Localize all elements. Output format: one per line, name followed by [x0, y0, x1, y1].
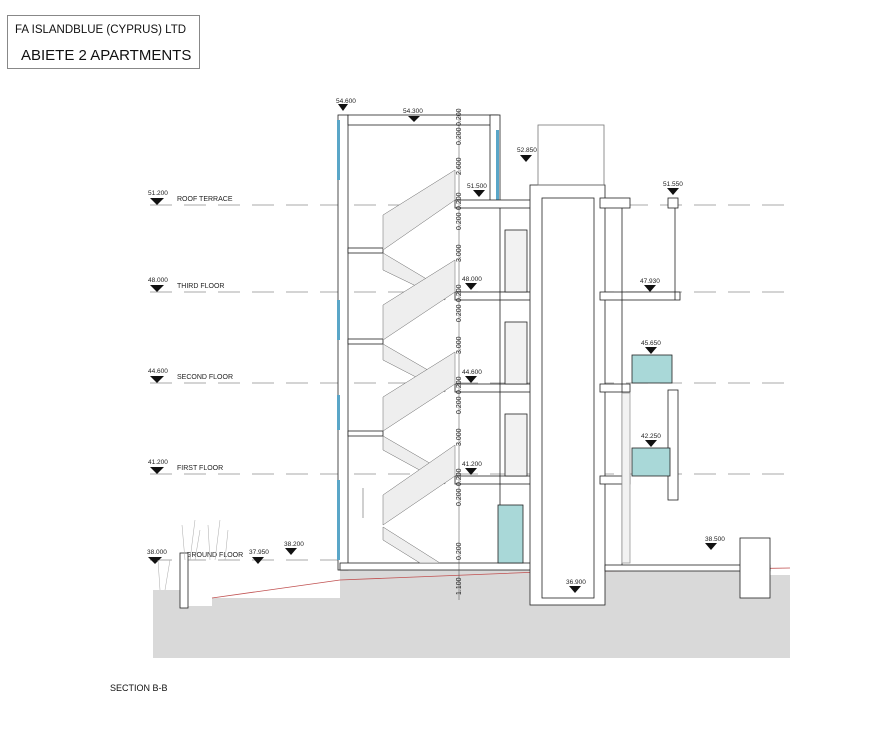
svg-text:0.200: 0.200: [456, 192, 463, 210]
svg-text:52.850: 52.850: [517, 147, 537, 154]
svg-text:3.000: 3.000: [456, 244, 463, 262]
svg-text:0.200: 0.200: [456, 468, 463, 486]
svg-text:44.600: 44.600: [462, 369, 482, 376]
svg-text:41.200: 41.200: [148, 459, 168, 466]
svg-text:0.200: 0.200: [456, 396, 463, 414]
building: [179, 114, 771, 609]
svg-text:0.200: 0.200: [456, 212, 463, 230]
svg-text:38.000: 38.000: [147, 549, 167, 556]
svg-text:0.200: 0.200: [456, 284, 463, 302]
level-label: GROUND FLOOR: [186, 552, 243, 559]
svg-text:51.200: 51.200: [148, 190, 168, 197]
svg-text:47.930: 47.930: [640, 278, 660, 285]
svg-text:3.000: 3.000: [456, 428, 463, 446]
svg-text:38.500: 38.500: [705, 536, 725, 543]
svg-text:2.600: 2.600: [456, 157, 463, 175]
elevation-marks: 54.600 54.300 52.850 51.500 51.550 48.00…: [249, 98, 725, 593]
svg-text:42.250: 42.250: [641, 433, 661, 440]
svg-text:51.500: 51.500: [467, 183, 487, 190]
level-label: ROOF TERRACE: [177, 196, 233, 203]
title-block: FA ISLANDBLUE (CYPRUS) LTD ABIETE 2 APAR…: [7, 15, 200, 69]
project-name: ABIETE 2 APARTMENTS: [21, 47, 192, 64]
svg-text:44.600: 44.600: [148, 368, 168, 375]
svg-text:48.000: 48.000: [148, 277, 168, 284]
svg-text:0.200: 0.200: [456, 488, 463, 506]
level-label: SECOND FLOOR: [177, 374, 233, 381]
svg-text:0.200: 0.200: [456, 108, 463, 126]
svg-text:54.600: 54.600: [336, 98, 356, 105]
ground: [153, 568, 790, 658]
svg-text:0.200: 0.200: [456, 376, 463, 394]
svg-text:37.950: 37.950: [249, 549, 269, 556]
level-label: FIRST FLOOR: [177, 465, 223, 472]
shrub-icon: [157, 519, 229, 591]
svg-text:0.200: 0.200: [456, 304, 463, 322]
svg-text:0.200: 0.200: [456, 127, 463, 145]
svg-text:51.550: 51.550: [663, 181, 683, 188]
level-label: THIRD FLOOR: [177, 283, 224, 290]
svg-text:0.200: 0.200: [456, 542, 463, 560]
company-name: FA ISLANDBLUE (CYPRUS) LTD: [15, 24, 187, 36]
svg-text:3.000: 3.000: [456, 336, 463, 354]
svg-text:1.100: 1.100: [456, 577, 463, 595]
level-markers: 51.200 ROOF TERRACE 48.000 THIRD FLOOR 4…: [147, 190, 243, 564]
svg-text:38.200: 38.200: [284, 541, 304, 548]
svg-text:54.300: 54.300: [403, 108, 423, 115]
dimension-chain: 0.200 0.200 2.600 0.200 0.200 3.000 0.20…: [362, 108, 463, 600]
svg-text:45.650: 45.650: [641, 340, 661, 347]
svg-text:48.000: 48.000: [462, 276, 482, 283]
svg-text:36.900: 36.900: [566, 579, 586, 586]
section-caption: SECTION B-B: [110, 683, 168, 693]
svg-text:41.200: 41.200: [462, 461, 482, 468]
